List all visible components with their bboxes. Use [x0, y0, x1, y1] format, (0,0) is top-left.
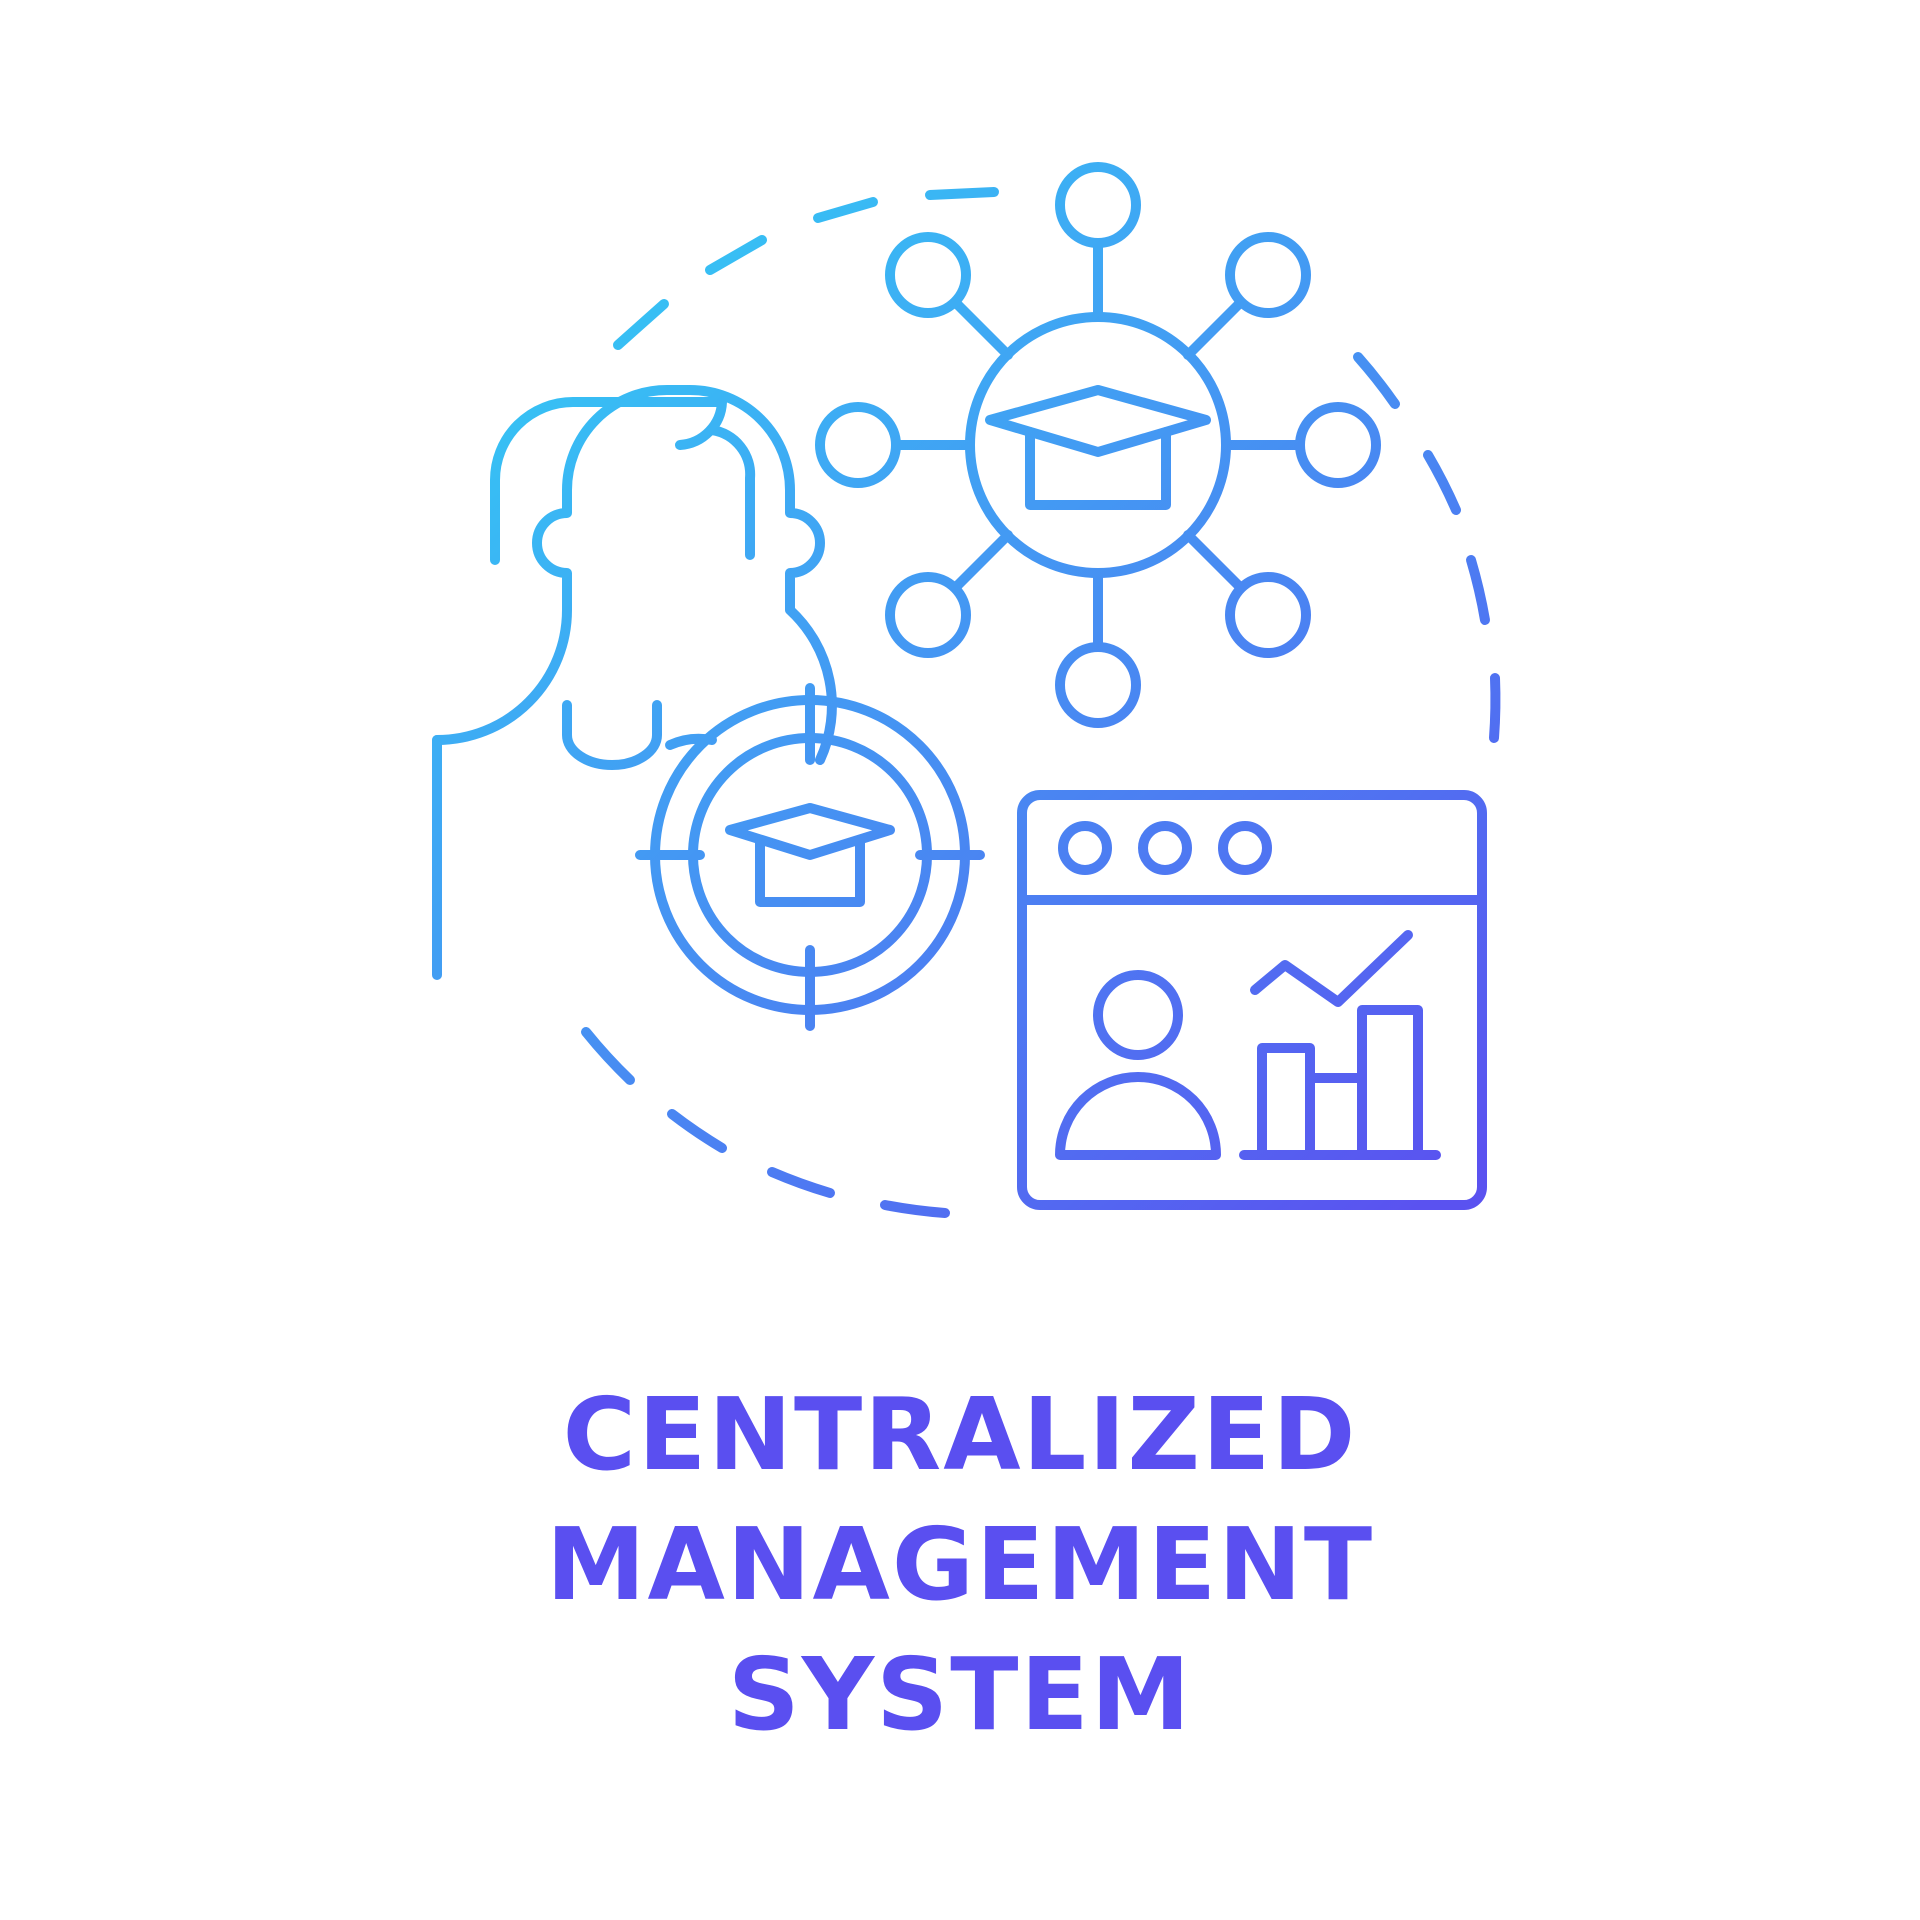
network-icon — [815, 162, 1381, 728]
title-line-1: CENTRALIZED — [562, 1376, 1358, 1493]
browser-window-icon — [1017, 790, 1487, 1210]
trend-line-icon — [1250, 930, 1413, 1007]
user-avatar-icon — [1055, 970, 1221, 1160]
target-icon — [635, 683, 985, 1031]
window-dot-icon — [1138, 821, 1192, 875]
title-line-2: MANAGEMENT — [545, 1506, 1375, 1623]
window-dot-icon — [1218, 821, 1272, 875]
title-line-3: SYSTEM — [727, 1636, 1193, 1753]
page-title: CENTRALIZED MANAGEMENT SYSTEM — [0, 1370, 1920, 1760]
graduation-cap-icon — [985, 385, 1211, 510]
dashed-orbit — [581, 187, 1501, 1218]
window-dot-icon — [1058, 821, 1112, 875]
graduation-cap-icon — [725, 803, 895, 907]
bar-chart-icon — [1239, 1005, 1441, 1160]
person-icon — [432, 385, 837, 980]
